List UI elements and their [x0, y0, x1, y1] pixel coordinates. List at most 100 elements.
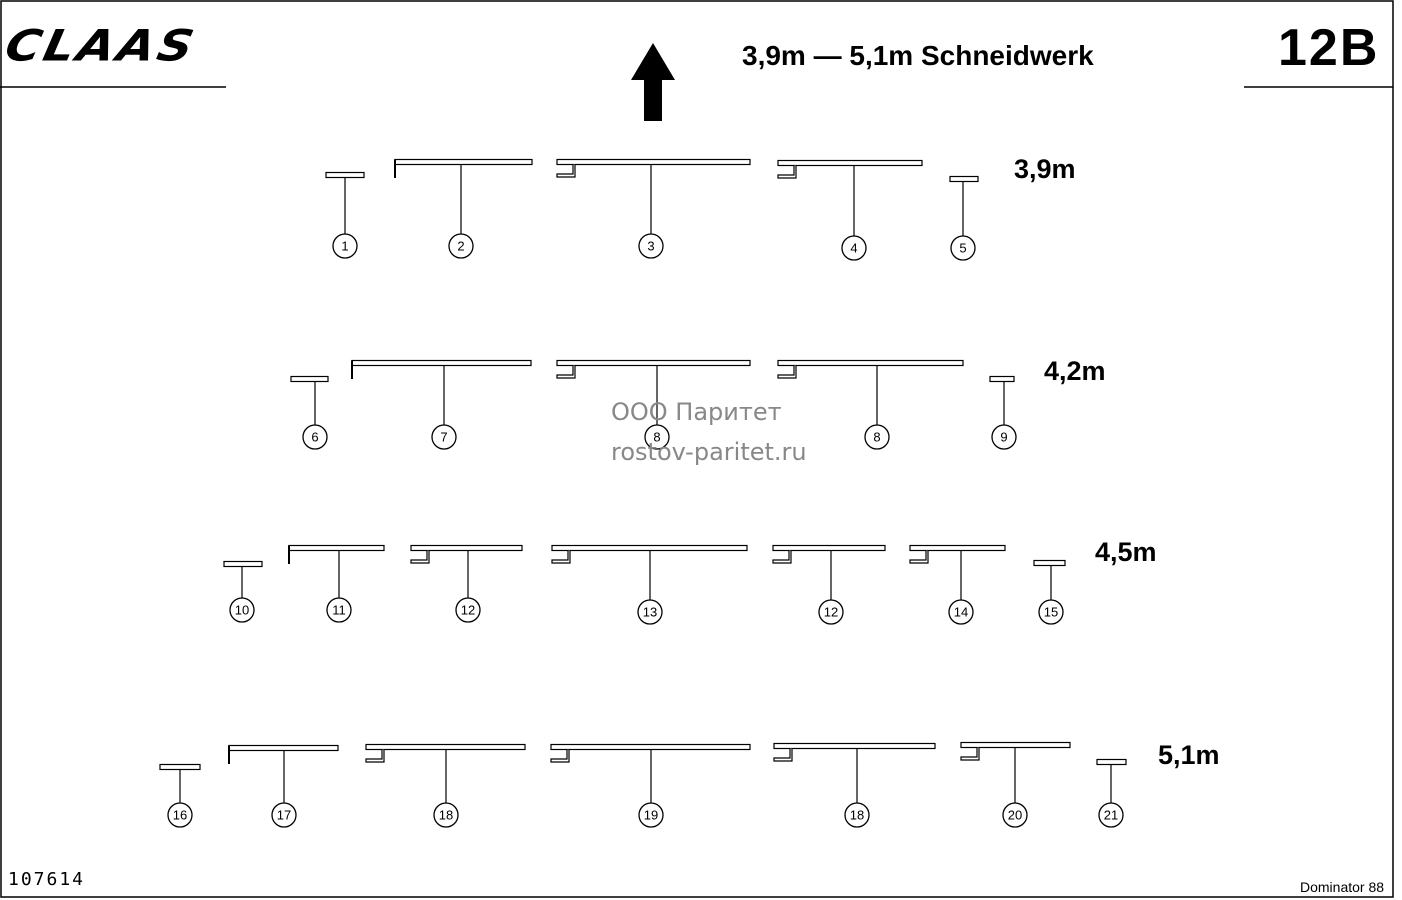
callout-circle — [431, 424, 457, 450]
callout-circle — [638, 233, 664, 259]
part-number: 10 — [235, 603, 249, 618]
part-callout-4-5m-6: 14 — [909, 544, 1006, 625]
part-callout-4-2m-4: 8 — [777, 359, 964, 450]
part-step — [777, 365, 797, 379]
row-label-5-1m: 5,1m — [1158, 740, 1220, 770]
page-title: 3,9m — 5,1m Schneidwerk — [742, 40, 1094, 71]
model-label: Dominator 88 — [1300, 879, 1385, 895]
part-bar — [556, 359, 751, 367]
part-bar — [556, 158, 751, 166]
callout-circle — [326, 597, 352, 623]
part-bar — [1096, 758, 1127, 766]
part-bar — [909, 544, 1006, 552]
direction-arrow-icon — [631, 43, 675, 121]
part-callout-3-9m-1: 1 — [325, 171, 365, 259]
row-label-4-5m: 4,5m — [1095, 537, 1157, 567]
part-number: 11 — [332, 603, 346, 618]
part-bar — [351, 359, 532, 367]
part-number: 6 — [311, 430, 318, 445]
part-callout-3-9m-2: 2 — [394, 158, 533, 259]
callout-circle — [448, 233, 474, 259]
part-callout-3-9m-3: 3 — [556, 158, 751, 259]
part-number: 8 — [873, 430, 880, 445]
part-step — [410, 550, 430, 564]
claas-logo: CLAAS — [0, 20, 202, 72]
part-number: 9 — [1000, 430, 1007, 445]
part-number: 2 — [457, 239, 464, 254]
part-callout-5-1m-6: 20 — [960, 741, 1071, 828]
part-number: 18 — [439, 808, 453, 823]
part-bar — [989, 375, 1015, 383]
part-bar — [290, 375, 329, 383]
row-label-3-9m: 3,9m — [1014, 154, 1076, 184]
part-bar — [1033, 559, 1066, 567]
callout-circle — [433, 802, 459, 828]
part-number: 15 — [1044, 605, 1058, 620]
callout-circle — [332, 233, 358, 259]
callout-circle — [638, 802, 664, 828]
part-bar — [773, 742, 936, 750]
callout-circle — [844, 802, 870, 828]
part-step — [960, 747, 980, 761]
section-code: 12B — [1278, 19, 1380, 77]
part-bar — [394, 158, 533, 166]
part-bar — [550, 743, 751, 751]
callout-circle — [167, 802, 193, 828]
part-callout-4-5m-4: 13 — [551, 544, 748, 625]
document-number: 107614 — [8, 869, 86, 890]
part-callout-5-1m-1: 16 — [159, 763, 201, 828]
part-step — [777, 165, 797, 179]
part-callout-4-2m-5: 9 — [989, 375, 1017, 450]
part-step — [772, 550, 792, 564]
part-callout-4-5m-7: 15 — [1033, 559, 1066, 625]
part-number: 21 — [1104, 808, 1118, 823]
callout-circle — [644, 424, 670, 450]
part-step — [909, 550, 929, 564]
callout-circle — [637, 599, 663, 625]
callout-circle — [991, 424, 1017, 450]
watermark-company: ООО Паритет — [611, 398, 782, 426]
part-callout-4-2m-2: 7 — [351, 359, 532, 450]
part-callout-4-2m-1: 6 — [290, 375, 329, 450]
part-callout-5-1m-5: 18 — [773, 742, 936, 828]
callout-circle — [841, 235, 867, 261]
part-bar — [365, 743, 526, 751]
part-number: 19 — [644, 808, 658, 823]
callout-circle — [302, 424, 328, 450]
part-number: 4 — [850, 241, 857, 256]
part-callout-4-2m-3: 8 — [556, 359, 751, 450]
part-number: 17 — [277, 808, 291, 823]
part-number: 7 — [440, 430, 447, 445]
part-number: 16 — [173, 808, 187, 823]
callout-circle — [1002, 802, 1028, 828]
part-bar — [551, 544, 748, 552]
part-bar — [949, 175, 979, 183]
part-callout-3-9m-5: 5 — [949, 175, 979, 261]
part-callout-5-1m-4: 19 — [550, 743, 751, 828]
part-number: 18 — [850, 808, 864, 823]
part-number: 1 — [341, 239, 348, 254]
part-number: 8 — [653, 430, 660, 445]
part-bar — [410, 544, 523, 552]
callout-circle — [818, 599, 844, 625]
part-callout-5-1m-7: 21 — [1096, 758, 1127, 828]
callout-circle — [271, 802, 297, 828]
part-bar — [159, 763, 201, 771]
callout-circle — [948, 599, 974, 625]
part-number: 12 — [824, 605, 838, 620]
row-label-4-2m: 4,2m — [1044, 356, 1106, 386]
callout-circle — [950, 235, 976, 261]
part-step — [551, 550, 571, 564]
part-step — [550, 749, 570, 763]
part-number: 3 — [647, 239, 654, 254]
part-callout-4-5m-5: 12 — [772, 544, 886, 625]
part-number: 12 — [461, 603, 475, 618]
part-bar — [288, 544, 385, 552]
part-bar — [772, 544, 886, 552]
callout-circle — [455, 597, 481, 623]
callout-circle — [1038, 599, 1064, 625]
part-callout-4-5m-2: 11 — [288, 544, 385, 623]
